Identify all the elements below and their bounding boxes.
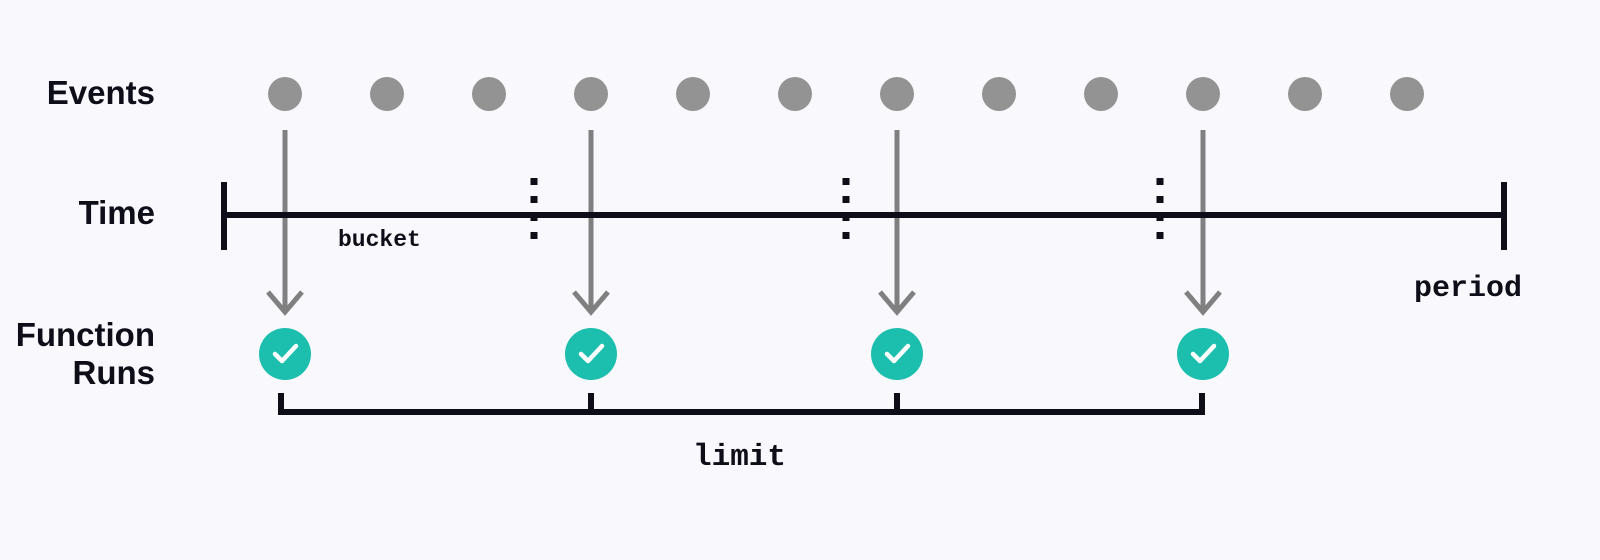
function-run-markers-group bbox=[259, 328, 1229, 380]
trigger-arrows-group bbox=[266, 130, 1222, 316]
event-dot-5 bbox=[676, 77, 710, 111]
trigger-arrow-4 bbox=[1184, 130, 1222, 316]
event-dot-12 bbox=[1390, 77, 1424, 111]
event-dot-3 bbox=[472, 77, 506, 111]
function-run-circle-4 bbox=[1177, 328, 1229, 380]
trigger-arrow-head-4 bbox=[1184, 290, 1222, 316]
limit-bracket-group bbox=[278, 393, 1205, 415]
function-run-circle-1 bbox=[259, 328, 311, 380]
event-dot-1 bbox=[268, 77, 302, 111]
event-dot-10 bbox=[1186, 77, 1220, 111]
time-axis-group bbox=[221, 182, 1507, 250]
time-row-label: Time bbox=[78, 194, 155, 231]
check-icon bbox=[272, 343, 299, 364]
check-icon bbox=[884, 343, 911, 364]
trigger-arrow-head-2 bbox=[572, 290, 610, 316]
event-dots-group bbox=[268, 77, 1424, 111]
function-run-marker-4 bbox=[1177, 328, 1229, 380]
check-icon bbox=[1190, 343, 1217, 364]
trigger-arrow-3 bbox=[878, 130, 916, 316]
trigger-arrow-1 bbox=[266, 130, 304, 316]
event-dot-2 bbox=[370, 77, 404, 111]
events-row-label: Events bbox=[46, 74, 155, 111]
function-run-circle-3 bbox=[871, 328, 923, 380]
trigger-arrow-2 bbox=[572, 130, 610, 316]
event-dot-9 bbox=[1084, 77, 1118, 111]
function-run-marker-1 bbox=[259, 328, 311, 380]
limit-annotation-label: limit bbox=[693, 440, 787, 475]
event-dot-6 bbox=[778, 77, 812, 111]
event-dot-11 bbox=[1288, 77, 1322, 111]
check-icon bbox=[578, 343, 605, 364]
bucket-annotation-label: bucket bbox=[338, 227, 421, 253]
function-runs-row-label: Function Runs bbox=[15, 316, 155, 391]
period-annotation-label: period bbox=[1414, 272, 1523, 306]
trigger-arrow-head-1 bbox=[266, 290, 304, 316]
event-dot-7 bbox=[880, 77, 914, 111]
event-dot-8 bbox=[982, 77, 1016, 111]
function-run-circle-2 bbox=[565, 328, 617, 380]
event-dot-4 bbox=[574, 77, 608, 111]
trigger-arrow-head-3 bbox=[878, 290, 916, 316]
bucket-dividers-group bbox=[530, 178, 1164, 250]
function-run-marker-3 bbox=[871, 328, 923, 380]
function-run-marker-2 bbox=[565, 328, 617, 380]
